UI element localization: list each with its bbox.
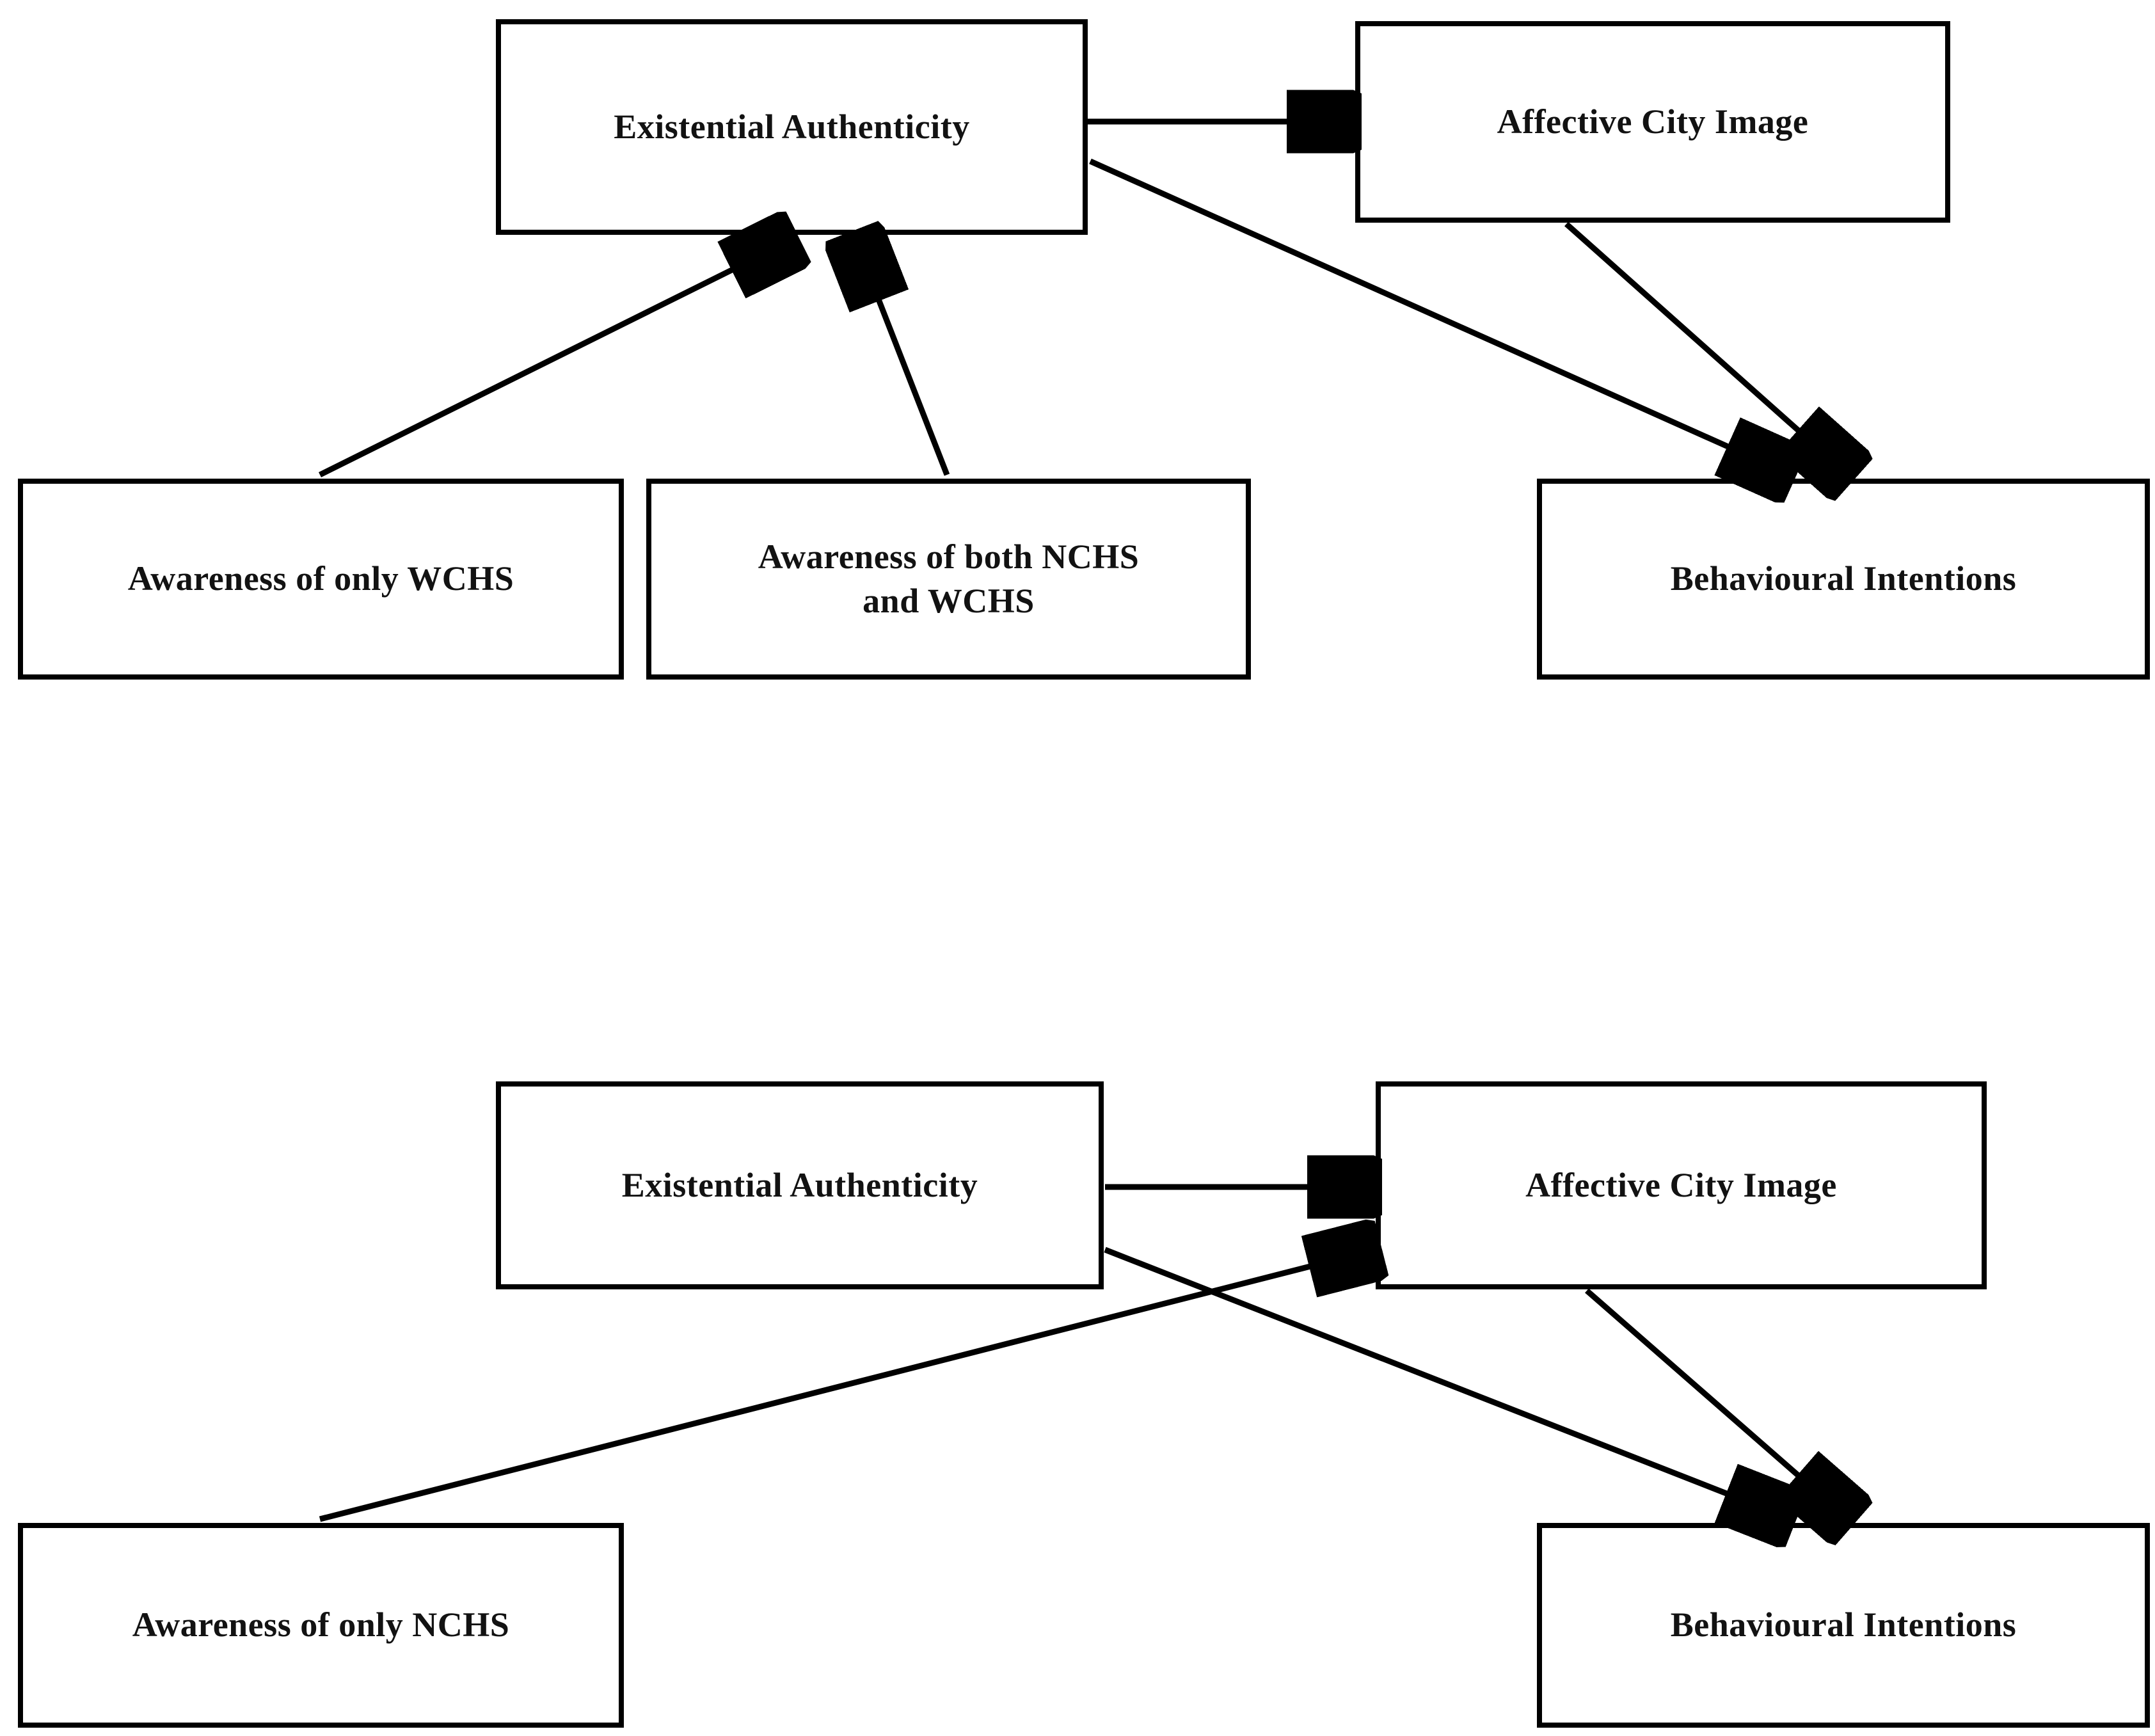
arrow-both-to-ea-top (856, 242, 950, 476)
node-label: Behavioural Intentions (1670, 1605, 2017, 1644)
node-label: Affective City Image (1497, 102, 1809, 141)
arrow-wchs-to-ea-top (318, 242, 788, 478)
node-behavioural-intentions-bottom[interactable]: Behavioural Intentions (1537, 1523, 2150, 1728)
node-label: Affective City Image (1525, 1165, 1837, 1204)
node-existential-authenticity-top[interactable]: Existential Authenticity (496, 19, 1088, 235)
node-awareness-only-nchs[interactable]: Awareness of only NCHS (18, 1523, 624, 1728)
arrow-ea-to-bi-bot (1104, 1246, 1785, 1517)
arrow-aci-to-bi-top (1564, 221, 1845, 472)
node-label: Awareness of both NCHS and WCHS (758, 537, 1140, 620)
node-existential-authenticity-bottom[interactable]: Existential Authenticity (496, 1081, 1104, 1289)
node-affective-city-image-top[interactable]: Affective City Image (1355, 21, 1950, 223)
node-label: Awareness of only WCHS (127, 559, 514, 598)
arrow-nchs-to-aci-bot (319, 1251, 1371, 1522)
node-awareness-only-wchs[interactable]: Awareness of only WCHS (18, 479, 624, 680)
node-label: Existential Authenticity (621, 1165, 978, 1204)
node-label: Behavioural Intentions (1670, 559, 2017, 598)
node-behavioural-intentions-top[interactable]: Behavioural Intentions (1537, 479, 2150, 680)
arrow-aci-to-bi-bot (1585, 1288, 1845, 1517)
node-label: Awareness of only NCHS (132, 1605, 510, 1644)
node-affective-city-image-bottom[interactable]: Affective City Image (1376, 1081, 1987, 1289)
node-label: Existential Authenticity (614, 107, 970, 146)
node-awareness-both-nchs-wchs[interactable]: Awareness of both NCHS and WCHS (646, 479, 1251, 680)
